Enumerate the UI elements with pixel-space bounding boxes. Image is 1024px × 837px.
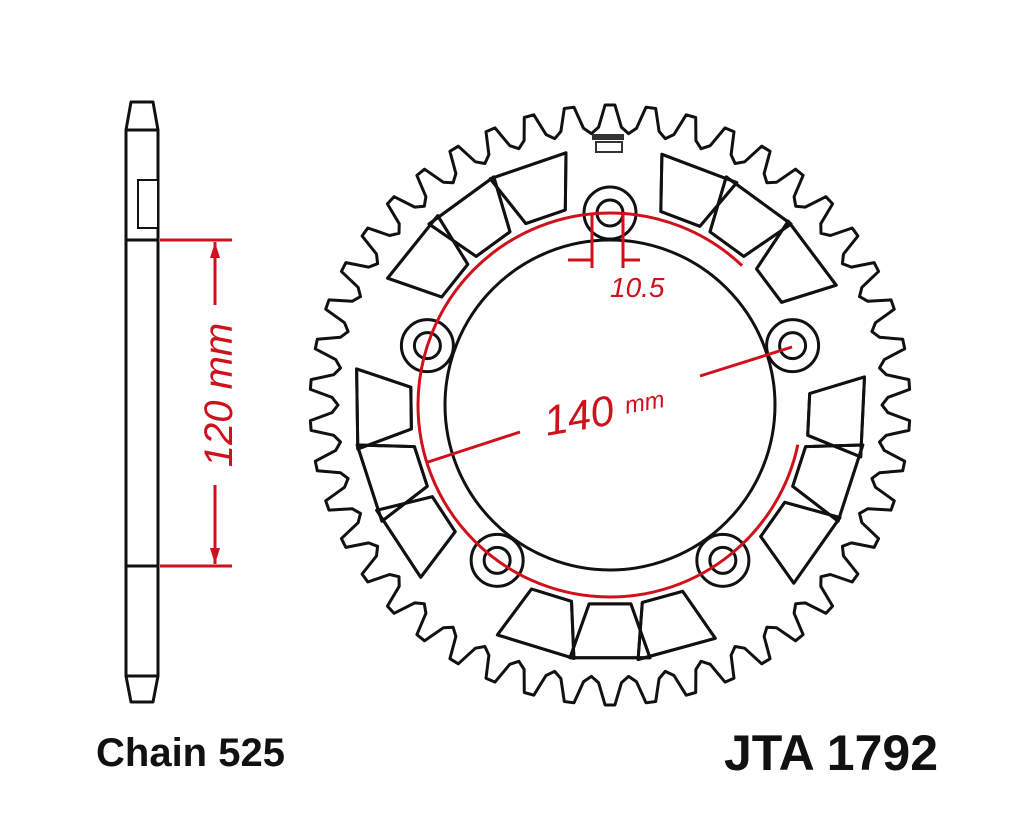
bolt-hole-dimension: 10.5 — [568, 214, 665, 303]
sprocket-teeth-outline — [308, 103, 912, 707]
part-number: JTA 1792 — [724, 725, 938, 781]
pcd-value: 140 — [540, 386, 618, 445]
lightening-hole — [495, 587, 576, 660]
lightening-hole — [708, 175, 793, 258]
bolt-hole — [708, 545, 738, 575]
pcd-unit: mm — [623, 386, 667, 420]
pcd-circle — [416, 211, 804, 599]
sprocket-front-view — [308, 103, 912, 707]
bolt-hole — [765, 318, 821, 374]
lightening-hole — [375, 495, 457, 579]
lightening-hole — [659, 152, 739, 228]
lightening-hole — [636, 589, 717, 661]
bolt-hole — [399, 318, 455, 374]
lightening-hole — [386, 214, 470, 299]
bolt-hole — [582, 185, 638, 241]
bolt-hole-label: 10.5 — [610, 272, 665, 303]
lightening-hole — [355, 367, 413, 451]
side-profile — [124, 100, 160, 704]
chain-label: Chain 525 — [96, 731, 285, 775]
jt-logo — [592, 134, 624, 153]
lightening-hole — [568, 602, 652, 660]
bore-dimension: 120 mm — [160, 238, 241, 568]
lightening-hole — [488, 151, 568, 226]
bolt-hole — [695, 532, 751, 588]
bolt-hole — [778, 331, 808, 361]
lightening-hole — [427, 175, 512, 258]
bolt-hole — [412, 331, 442, 361]
bolt-hole — [469, 532, 525, 588]
pcd-dimension: 140 mm — [427, 345, 793, 464]
lightening-hole — [806, 375, 866, 459]
lightening-hole — [791, 443, 865, 523]
lightening-hole — [355, 443, 429, 523]
bolt-hole — [482, 545, 512, 575]
bore-dimension-label: 120 mm — [197, 323, 241, 468]
lightening-hole — [355, 367, 413, 451]
